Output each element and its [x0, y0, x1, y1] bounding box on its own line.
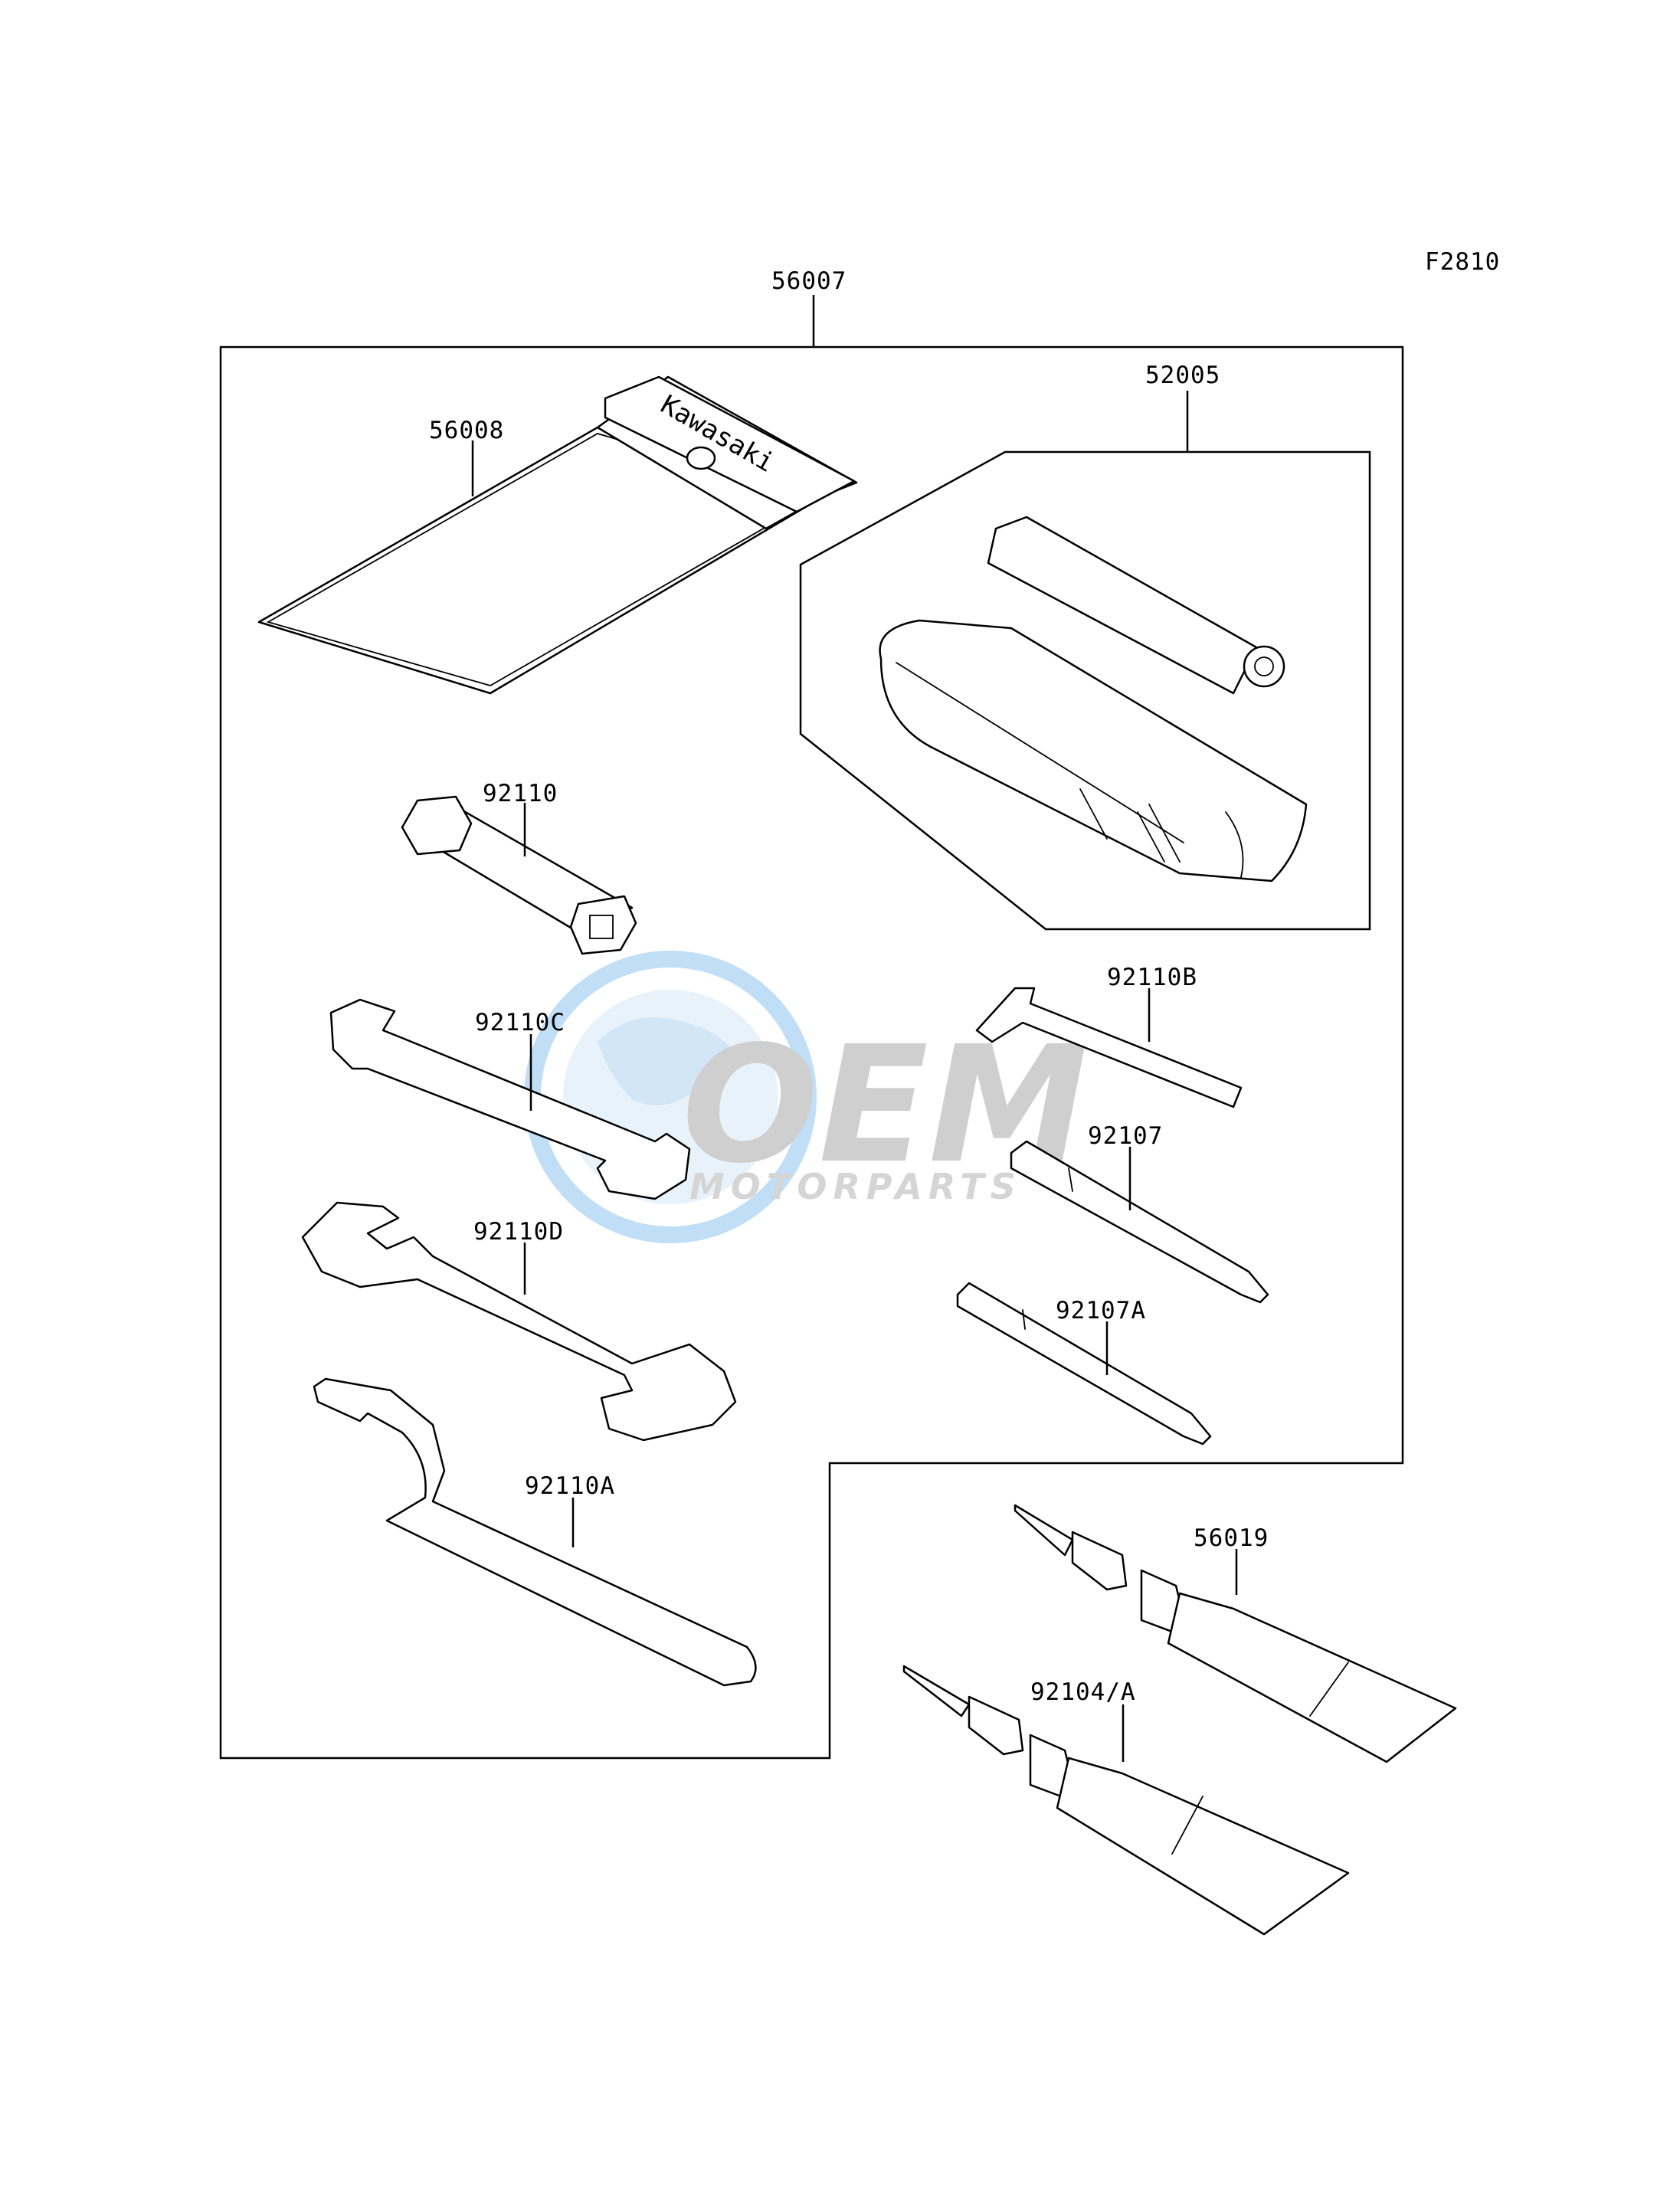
screwdriver-92107A	[956, 1282, 1212, 1446]
part-label-92107A: 92107A	[1056, 1297, 1146, 1324]
subkit-outline-52005	[799, 450, 1371, 931]
part-label-92110D: 92110D	[473, 1218, 564, 1246]
part-label-92110A: 92110A	[525, 1472, 615, 1500]
part-label-56019: 56019	[1194, 1524, 1269, 1552]
grease-tube-56019	[1014, 1504, 1457, 1763]
spark-plug-socket-92110	[401, 795, 637, 955]
watermark-sub-text: MOTORPARTS	[689, 1166, 1022, 1207]
part-label-92110B: 92110B	[1107, 964, 1197, 991]
figure-code: F2810	[1425, 248, 1500, 276]
part-label-92104A: 92104/A	[1030, 1678, 1136, 1706]
kit-outline-box	[219, 345, 1404, 1760]
screwdriver-92107	[1010, 1140, 1269, 1304]
part-label-92107: 92107	[1088, 1122, 1163, 1150]
part-label-56008: 56008	[429, 417, 504, 444]
hook-spanner-92110A	[313, 1377, 757, 1687]
repair-kit-52005	[879, 516, 1308, 882]
part-label-92110: 92110	[483, 780, 558, 807]
grease-tube-92104A	[902, 1665, 1350, 1936]
wrench-92110D	[301, 1201, 737, 1442]
part-label-52005: 52005	[1145, 362, 1220, 389]
tool-pouch-56008: Kawasaki	[257, 375, 858, 695]
part-label-92110C: 92110C	[475, 1009, 565, 1036]
wrench-92110C	[329, 998, 691, 1200]
hex-key-92110B	[975, 987, 1243, 1108]
part-label-56007: 56007	[771, 267, 847, 295]
